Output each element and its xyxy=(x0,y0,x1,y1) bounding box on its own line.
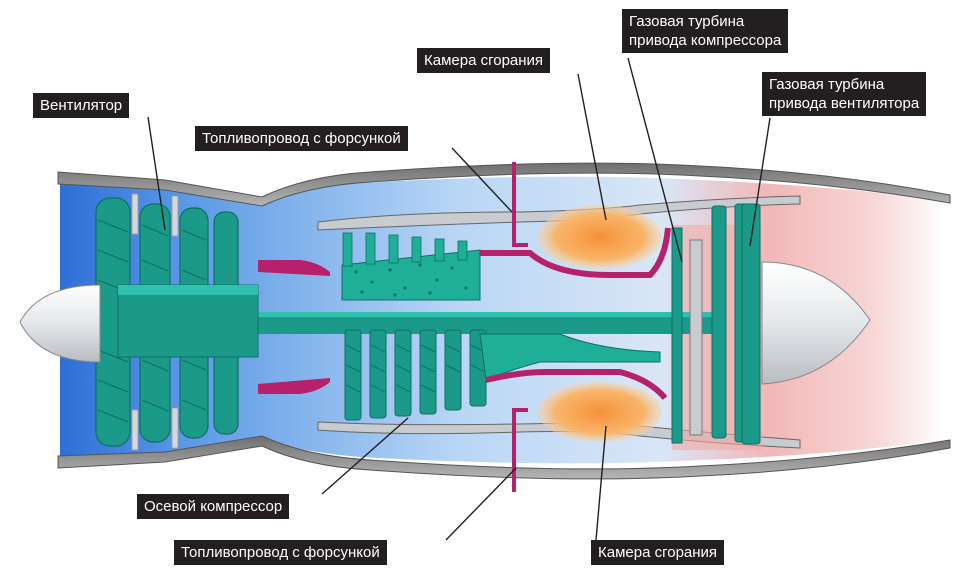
label-hp-turbine: Газовая турбина привода компрессора xyxy=(622,9,788,53)
label-lp-turbine-line2: привода вентилятора xyxy=(769,94,919,113)
combustion-flame-bottom xyxy=(538,382,662,442)
label-fuel-line-bottom: Топливопровод с форсункой xyxy=(174,540,387,565)
fan-hub xyxy=(118,285,258,357)
label-hp-turbine-line1: Газовая турбина xyxy=(629,12,781,31)
label-combustor-bottom: Камера сгорания xyxy=(591,540,724,565)
label-axial-compressor: Осевой компрессор xyxy=(137,494,289,519)
label-hp-turbine-line2: привода компрессора xyxy=(629,31,781,50)
label-fan: Вентилятор xyxy=(33,93,129,118)
label-combustor-top: Камера сгорания xyxy=(417,48,550,73)
lp-turbine xyxy=(712,204,760,444)
label-lp-turbine: Газовая турбина привода вентилятора xyxy=(762,72,926,116)
label-lp-turbine-line1: Газовая турбина xyxy=(769,75,919,94)
spinner-nose-cone xyxy=(20,285,100,362)
label-fuel-line-top: Топливопровод с форсункой xyxy=(195,126,408,151)
combustion-flame-top xyxy=(538,205,662,269)
